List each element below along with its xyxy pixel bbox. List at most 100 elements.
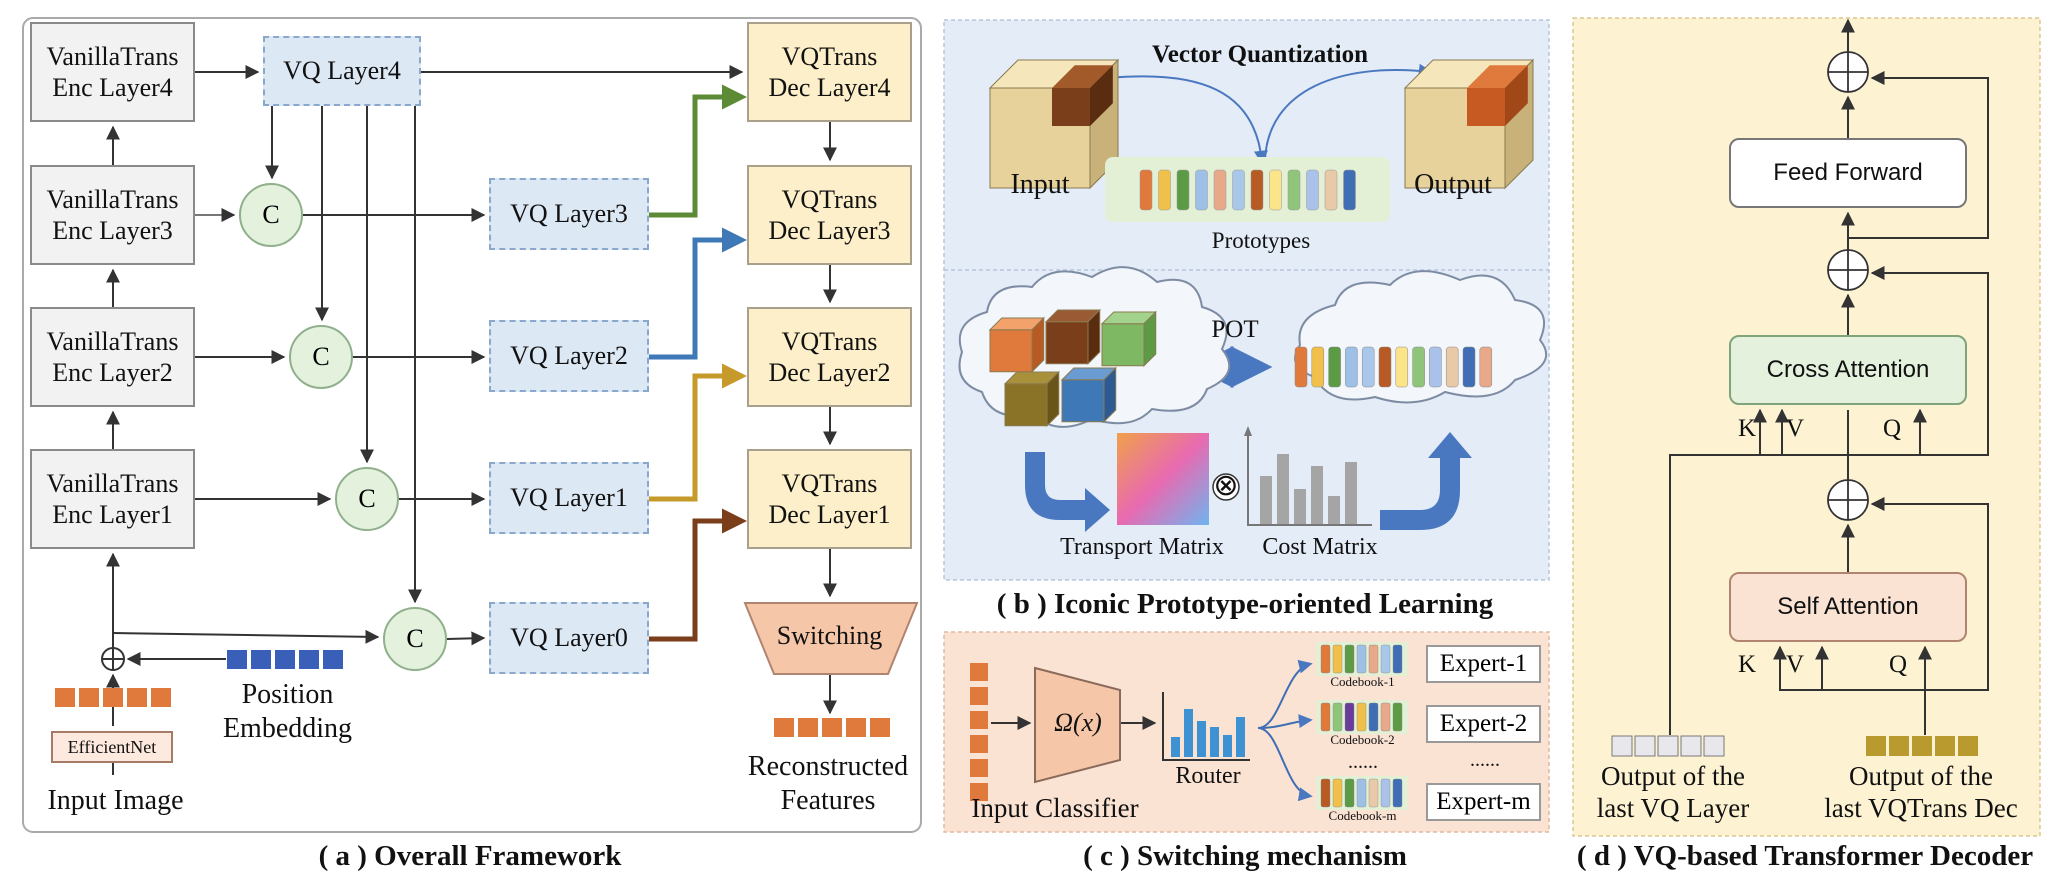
router-bar [1236,717,1245,757]
dec-output-token [1912,736,1932,756]
output-cube-accent-top [1467,65,1528,88]
switching-label: Switching [776,621,883,650]
output-cube-accent [1467,88,1505,126]
pot-token [1462,346,1476,388]
codebook-token [1320,702,1331,732]
arrow-input-prototypes [1107,75,1268,165]
vq-output-token [1611,735,1633,757]
pot-token [1361,346,1375,388]
vq-layer4: VQ Layer4 [263,36,421,106]
codebook-token [1380,778,1391,808]
small-cube-5-front [1061,379,1105,423]
arrow-prototypes-output [1264,63,1433,161]
pot-token [1328,346,1341,388]
position-token [251,650,271,669]
classifier-input-token [970,663,988,681]
input-cube-accent [1052,88,1090,126]
reconstructed-token [822,718,842,737]
small-cube-4-front [1004,383,1048,427]
cost-bar [1345,462,1357,524]
caption-c: ( c ) Switching mechanism [1083,840,1407,872]
self-attention-block: Self Attention [1729,572,1967,642]
codebook-token [1332,778,1343,808]
router-bar [1171,737,1180,757]
small-cube-4-side [1046,370,1060,427]
router-bar [1184,709,1193,757]
router-bar [1197,721,1206,757]
reconstructed-token [870,718,890,737]
vq-output-token [1657,735,1679,757]
self-k-label: K [1737,651,1757,678]
concat-node-2: C [289,325,353,389]
codebook-token [1320,644,1331,674]
pot-token [1311,346,1325,388]
output-label: Output [1414,169,1492,200]
arrow-vq0-dec1 [649,508,747,642]
arrow-router-cb2 [1257,714,1313,729]
vq-output-token [1634,735,1656,757]
input-token [151,688,171,707]
position-token [299,650,319,669]
cross-k-label: K [1737,415,1757,442]
otimes-circle [1212,473,1240,501]
dec-output-token [1958,736,1978,756]
reconstructed-token [846,718,866,737]
codebook-token [1380,644,1391,674]
cost-bar [1277,454,1289,524]
small-cube-3-front [1101,323,1145,367]
pot-token [1395,346,1409,388]
arrow-vq3-dec4 [649,84,747,218]
concat-node-1: C [335,467,399,531]
prototype-token [1306,169,1319,211]
pot-token [1479,346,1493,388]
classifier-input-token [970,711,988,729]
dec-layer3: VQTrans Dec Layer3 [747,165,912,265]
position-embedding-label: Position Embedding [222,679,353,744]
arrow-input-c0 [112,629,380,644]
pot-token [1445,346,1459,388]
codebook-m-label: Codebook-m [1328,808,1397,823]
vq-layer0: VQ Layer0 [489,602,649,674]
caption-a: ( a ) Overall Framework [318,840,622,872]
codebook-dots: ...... [1348,751,1378,773]
self-v-label: V [1785,651,1805,678]
expert-dots: ...... [1470,749,1500,771]
concat-node-0: C [383,607,447,671]
classifier-input-token [970,687,988,705]
codebook-token [1344,778,1355,808]
codebook-token [1368,702,1379,732]
codebook-1-label: Codebook-1 [1330,674,1395,689]
codebook-token [1356,778,1367,808]
cost-axis [1247,432,1372,526]
concat-node-3: C [239,183,303,247]
residual-cross [1848,266,1989,456]
pot-token [1345,346,1358,388]
arrow-vq1-dec2 [649,363,747,502]
efficientnet-label: EfficientNet [67,737,157,757]
classifier-input-token [970,735,988,753]
codebook-token [1344,644,1355,674]
vq-layer3: VQ Layer3 [489,178,649,250]
codebook-token [1320,778,1331,808]
transport-matrix [1117,433,1209,525]
add-node-top-cross [1828,52,1868,92]
vq-layer2: VQ Layer2 [489,320,649,392]
omega-function: Ω(x) [1054,708,1102,737]
arrow-vq2-dec3 [649,227,747,360]
cost-bar [1328,496,1340,524]
cost-bar [1260,476,1272,524]
codebook-token [1356,644,1367,674]
router-axis [1162,692,1250,761]
vq-title: Vector Quantization [1152,41,1368,68]
codebook-token [1332,702,1343,732]
router-bar [1210,727,1219,757]
prototype-token [1343,169,1356,211]
switching-trapezoid [743,602,919,675]
pot-token [1412,346,1425,388]
otimes-symbol: ⊗ [1213,469,1239,502]
dec-output-token [1935,736,1955,756]
panel-a-frame [22,17,922,833]
prototype-token [1195,169,1208,211]
self-q-label: Q [1888,651,1908,678]
